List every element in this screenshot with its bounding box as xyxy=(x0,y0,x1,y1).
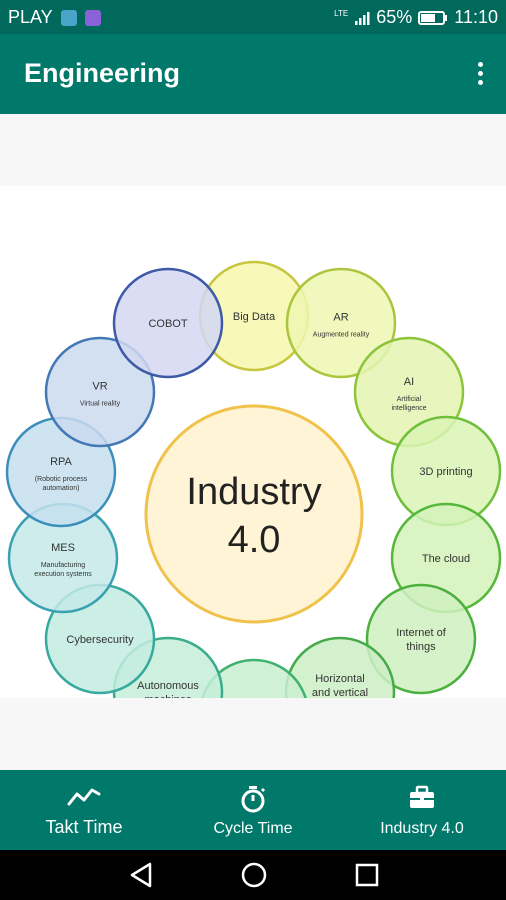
nav-cycle-time-label: Cycle Time xyxy=(213,820,293,837)
center-label-line2: 4.0 xyxy=(228,519,281,561)
status-right: LTE 65% 11:10 xyxy=(334,7,498,28)
node-title: Cybersecurity xyxy=(66,634,134,646)
node-title: things xyxy=(406,641,436,653)
nav-takt-time-label: Takt Time xyxy=(45,817,123,837)
carrier-label: PLAY xyxy=(8,7,53,27)
node-title: VR xyxy=(92,381,107,393)
node-subtitle: Manufacturing xyxy=(41,562,85,569)
nav-industry-40-label: Industry 4.0 xyxy=(380,820,464,837)
node-title: The cloud xyxy=(422,553,470,565)
app-bar: Engineering xyxy=(0,34,506,114)
diagram-node: 3D printing xyxy=(390,415,502,527)
node-title: and vertical xyxy=(312,687,368,698)
system-navigation-bar xyxy=(0,850,506,900)
gallery-notification-icon xyxy=(60,9,77,26)
bottom-navigation: Takt Time Cycle Time Industry 4.0 xyxy=(0,770,506,850)
nav-industry-40[interactable]: Industry 4.0 xyxy=(338,770,506,850)
status-left: PLAY xyxy=(8,7,101,28)
node-subtitle: execution systems xyxy=(34,571,92,578)
node-title: Horizontal xyxy=(315,673,365,685)
diagram-node: MES Manufacturing execution systems xyxy=(7,502,119,614)
diagram-node: COBOT xyxy=(112,267,224,379)
node-subtitle: (Robotic process xyxy=(35,476,88,483)
node-subtitle: Artificial xyxy=(397,396,422,403)
more-vert-icon xyxy=(478,62,483,67)
nav-takt-time[interactable]: Takt Time xyxy=(0,770,168,850)
node-title: RPA xyxy=(50,456,72,468)
overflow-menu-button[interactable] xyxy=(470,58,490,90)
node-title: Autonomous xyxy=(137,680,199,692)
node-title: MES xyxy=(51,542,75,554)
battery-icon xyxy=(418,10,448,25)
node-title: AI xyxy=(404,376,414,388)
more-vert-icon-dot xyxy=(478,80,483,85)
node-subtitle: Augmented reality xyxy=(313,332,370,339)
battery-percent: 65% xyxy=(376,7,413,27)
node-title: AR xyxy=(333,312,348,324)
nav-cycle-time[interactable]: Cycle Time xyxy=(168,770,338,850)
status-bar: PLAY LTE 65% 11:10 xyxy=(0,0,506,34)
clock: 11:10 xyxy=(454,7,498,27)
lte-label: LTE xyxy=(334,8,349,18)
briefcase-icon xyxy=(410,785,434,808)
app-notification-icon xyxy=(84,9,101,26)
home-button[interactable] xyxy=(240,861,268,889)
diagram-node: Internet of things xyxy=(365,583,477,695)
node-subtitle: automation) xyxy=(43,485,80,492)
diagram-node: AR Augmented reality xyxy=(285,267,397,379)
stopwatch-icon xyxy=(241,786,266,813)
diagram-node: VR Virtual reality xyxy=(44,336,156,448)
center-node: Industry 4.0 xyxy=(144,404,364,624)
node-title: Internet of xyxy=(396,627,446,639)
recents-button[interactable] xyxy=(354,861,380,889)
trending-line-icon xyxy=(67,788,101,806)
node-title: COBOT xyxy=(148,318,187,330)
node-title: 3D printing xyxy=(419,466,472,478)
center-label-line1: Industry xyxy=(186,471,321,513)
app-title: Engineering xyxy=(24,58,181,88)
back-button[interactable] xyxy=(128,861,154,889)
more-vert-icon-dot xyxy=(478,71,483,76)
node-subtitle: intelligence xyxy=(391,405,426,412)
node-title: Big Data xyxy=(233,311,276,323)
node-subtitle: Virtual reality xyxy=(80,401,121,408)
signal-icon xyxy=(355,11,370,25)
node-title: machines xyxy=(144,694,192,698)
